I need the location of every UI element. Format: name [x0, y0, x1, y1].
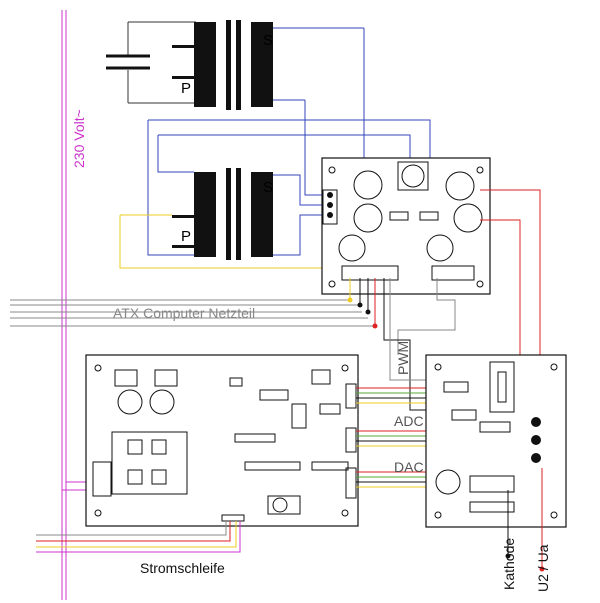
output-label: U2 / Ua — [535, 544, 551, 592]
current-loop-label: Stromschleife — [140, 560, 225, 576]
output-wires — [507, 468, 543, 568]
adc-label: ADC — [394, 413, 424, 429]
cathode-terminal — [505, 553, 511, 559]
current-loop-wires — [36, 521, 241, 553]
psu-board — [321, 157, 491, 295]
main-board — [85, 354, 359, 527]
transformer-2-primary-label: P — [181, 228, 191, 245]
transformer-1-primary-label: P — [181, 80, 191, 97]
atx-wire-connectors — [347, 278, 378, 329]
cathode-label: Kathode — [501, 538, 517, 590]
atx-wires — [10, 299, 375, 327]
transformer-1 — [106, 20, 364, 110]
transformer-2-secondary-label: S — [263, 179, 273, 196]
pwm-label: PWM — [395, 341, 411, 375]
transformer-2 — [172, 168, 273, 260]
converter-board — [425, 354, 567, 528]
blue-wires — [147, 28, 431, 256]
board-interconnect-wires — [356, 387, 430, 488]
atx-label: ATX Computer Netzteil — [113, 305, 255, 321]
output-terminal — [539, 566, 545, 572]
psu-output-wires — [383, 189, 541, 411]
dac-label: DAC — [394, 459, 424, 475]
transformer-1-secondary-label: S — [263, 32, 273, 49]
mains-voltage-label: 230 Volt~ — [71, 109, 87, 168]
